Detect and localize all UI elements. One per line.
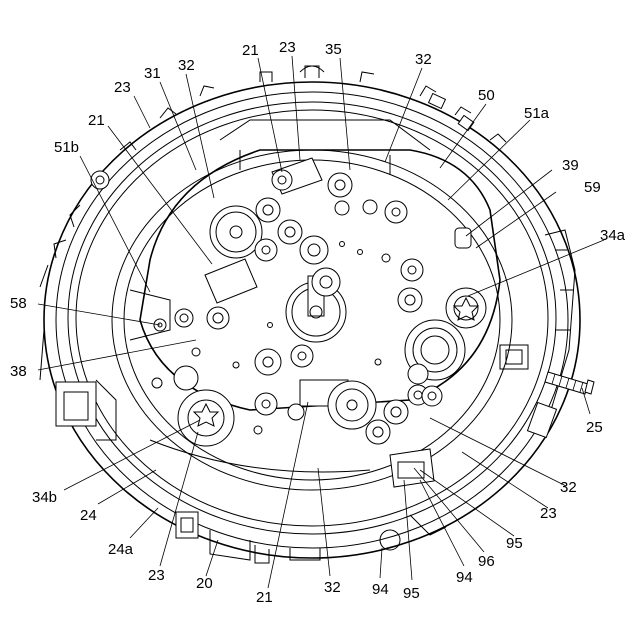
- label-96: 96: [478, 553, 495, 570]
- label-24a: 24a: [108, 541, 134, 558]
- label-23-right: 23: [540, 505, 557, 522]
- label-95-b: 95: [506, 535, 523, 552]
- label-51b: 51b: [54, 139, 79, 156]
- label-34b: 34b: [32, 489, 57, 506]
- label-32-right: 32: [560, 479, 577, 496]
- label-31: 31: [144, 65, 161, 82]
- label-25: 25: [586, 419, 603, 436]
- label-34a: 34a: [600, 227, 626, 244]
- label-50: 50: [478, 87, 495, 104]
- label-20: 20: [196, 575, 213, 592]
- label-32-topright: 32: [415, 51, 432, 68]
- label-24: 24: [80, 507, 97, 524]
- label-95-a: 95: [403, 585, 420, 602]
- label-39: 39: [562, 157, 579, 174]
- label-21-bottom: 21: [256, 589, 273, 606]
- label-38: 38: [10, 363, 27, 380]
- label-58: 58: [10, 295, 27, 312]
- label-32-topleft: 32: [178, 57, 195, 74]
- label-21-top: 21: [242, 42, 259, 59]
- label-94-a: 94: [372, 581, 389, 598]
- label-35: 35: [325, 41, 342, 58]
- label-21-left: 21: [88, 112, 105, 129]
- label-23-left: 23: [114, 79, 131, 96]
- label-32-bottom: 32: [324, 579, 341, 596]
- label-23-top: 23: [279, 39, 296, 56]
- winding-stem: [545, 372, 594, 394]
- label-23-bottomleft: 23: [148, 567, 165, 584]
- label-59: 59: [584, 179, 601, 196]
- label-94-b: 94: [456, 569, 473, 586]
- label-51a: 51a: [524, 105, 550, 122]
